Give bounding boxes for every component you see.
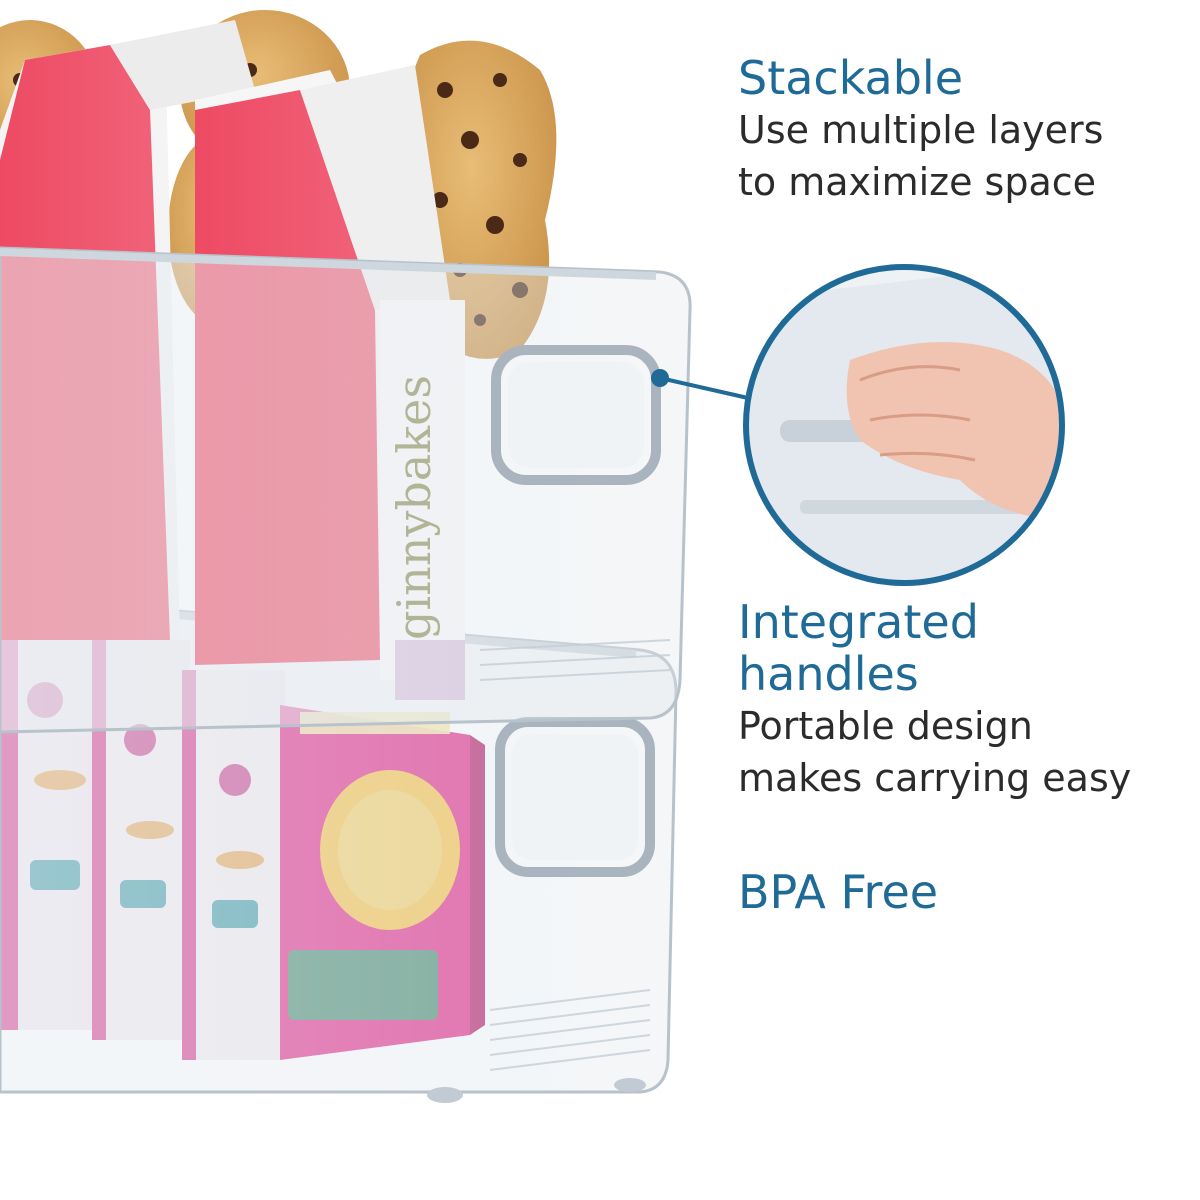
feature-desc-handles-line1: Portable design bbox=[738, 704, 1033, 748]
feature-desc-stackable-line2: to maximize space bbox=[738, 160, 1097, 204]
handle-callout bbox=[651, 264, 1065, 586]
feature-title-handles-line1: Integrated bbox=[738, 595, 979, 649]
feature-title-handles-line2: handles bbox=[738, 647, 919, 701]
feature-handles: Integrated handles Portable design makes… bbox=[738, 596, 1131, 804]
feature-desc-stackable-line1: Use multiple layers bbox=[738, 108, 1104, 152]
feature-bpa-free: BPA Free bbox=[738, 866, 938, 918]
feature-desc-handles-line2: makes carrying easy bbox=[738, 756, 1132, 800]
upper-bin: ginnybakes bbox=[0, 10, 692, 734]
feature-stackable: Stackable Use multiple layers to maximiz… bbox=[738, 52, 1103, 208]
feature-title-bpa: BPA Free bbox=[738, 865, 939, 919]
feature-title-stackable: Stackable bbox=[738, 51, 964, 105]
